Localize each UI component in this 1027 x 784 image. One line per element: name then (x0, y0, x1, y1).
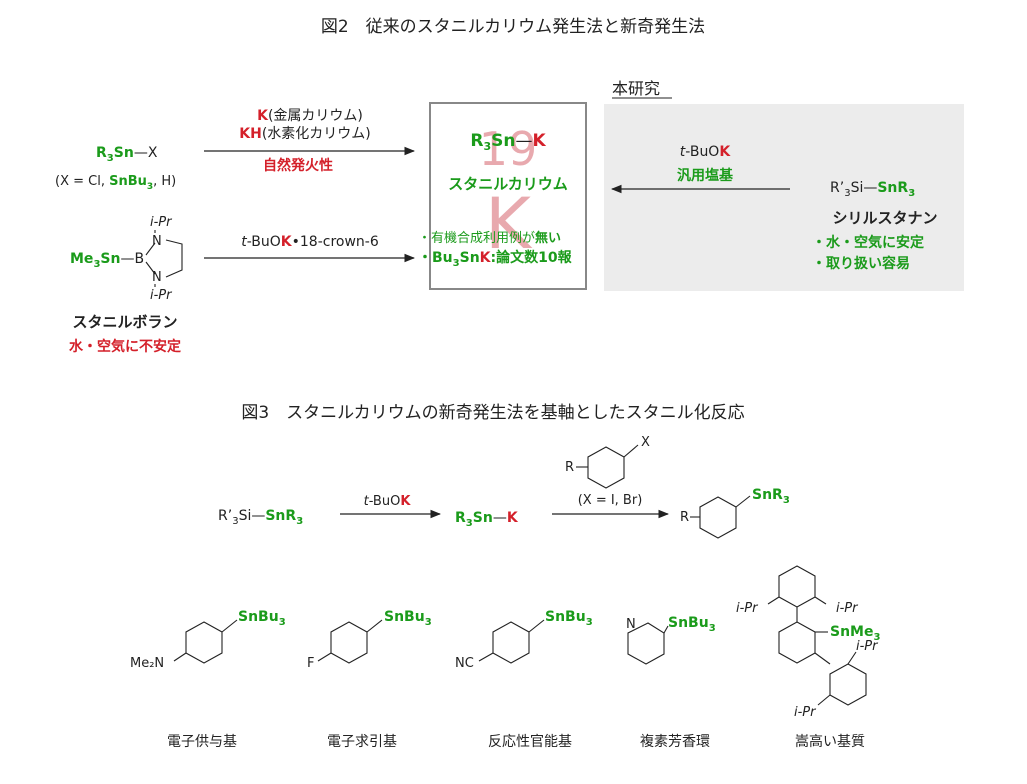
general-base-label: 汎用塩基 (677, 167, 734, 184)
x-definition: (X = Cl, SnBu3, H) (55, 174, 176, 192)
example-f-structure (317, 619, 383, 664)
silylstannane-name: シリルスタナン (832, 209, 937, 227)
aryl-r: R (565, 460, 574, 475)
ex4-stannyl: SnBu3 (668, 615, 716, 634)
tbuok-label: t-BuOK (680, 144, 732, 160)
note-no-usage: ・有機合成利用例が無い (418, 230, 561, 246)
pyrophoric-label: 自然発火性 (263, 157, 333, 174)
ex1-label: 電子供与基 (167, 733, 237, 750)
ex5-label: 嵩高い基質 (795, 733, 865, 750)
ex3-substituent: NC (455, 656, 474, 671)
k-metal-label: K(金属カリウム) (257, 108, 363, 124)
fig3-tbuok: t-BuOK (364, 494, 412, 509)
bg-atomic-number: 19 (479, 122, 538, 176)
r3si-snr3: R’3Si—SnR3 (830, 180, 915, 199)
product-snr3: SnR3 (752, 487, 790, 506)
fig3-stannylpotassium: R3Sn—K (455, 510, 519, 529)
product-structure (690, 495, 751, 539)
ex2-label: 電子求引基 (327, 733, 397, 750)
example-nc-structure (478, 619, 545, 664)
feature-easy-handling: ・取り扱い容易 (812, 255, 910, 272)
stannylpotassium-name: スタニルカリウム (448, 175, 568, 193)
ex5-ipr-1: i-Pr (736, 601, 759, 616)
ex1-stannyl: SnBu3 (238, 609, 286, 628)
example-me2n-structure (173, 619, 238, 664)
example-pyridine-structure (627, 622, 669, 665)
stannylpotassium-box (429, 102, 587, 290)
halide-condition: (X = I, Br) (578, 493, 643, 508)
ex3-stannyl: SnBu3 (545, 609, 593, 628)
stannylborane-hazard: 水・空気に不安定 (69, 338, 181, 355)
ipr-top: i-Pr (150, 215, 173, 230)
example-bulky-structure (767, 565, 867, 706)
ex5-stannyl: SnMe3 (830, 624, 880, 643)
ex2-stannyl: SnBu3 (384, 609, 432, 628)
ex4-n: N (626, 617, 636, 632)
this-work-label: 本研究 (612, 79, 660, 98)
tbuok-crown-label: t-BuOK•18-crown-6 (241, 234, 379, 250)
note-papers: ・Bu3SnK:論文数10報 (418, 249, 573, 269)
feature-stable: ・水・空気に安定 (812, 234, 924, 251)
stannylborane-name: スタニルボラン (72, 313, 177, 331)
ex5-ipr-3: i-Pr (856, 639, 879, 654)
ex1-substituent: Me₂N (130, 656, 164, 671)
me3sn-b: Me3Sn—B (70, 251, 144, 270)
this-work-panel (604, 104, 964, 291)
r3sn-x: R3Sn—X (96, 145, 158, 164)
ex5-ipr-4: i-Pr (794, 705, 817, 720)
ex5-ipr-2: i-Pr (836, 601, 859, 616)
aryl-halide-structure (576, 444, 639, 489)
ex2-substituent: F (307, 656, 314, 671)
kh-label: KH(水素化カリウム) (239, 126, 371, 142)
ex3-label: 反応性官能基 (488, 733, 572, 750)
r3sn-k: R3Sn—K (470, 131, 546, 153)
aryl-x: X (641, 435, 650, 450)
ex4-label: 複素芳香環 (640, 733, 710, 750)
product-r: R (680, 510, 689, 525)
ipr-bottom: i-Pr (150, 288, 173, 303)
fig3-silylstannane: R’3Si—SnR3 (218, 508, 303, 527)
fig2-title: 図2 従来のスタニルカリウム発生法と新奇発生法 (321, 17, 705, 37)
bg-element-k: K (485, 183, 533, 265)
n-bottom: N (152, 270, 162, 285)
n-top: N (152, 234, 162, 249)
fig3-title: 図3 スタニルカリウムの新奇発生法を基軸としたスタニル化反応 (241, 403, 744, 423)
